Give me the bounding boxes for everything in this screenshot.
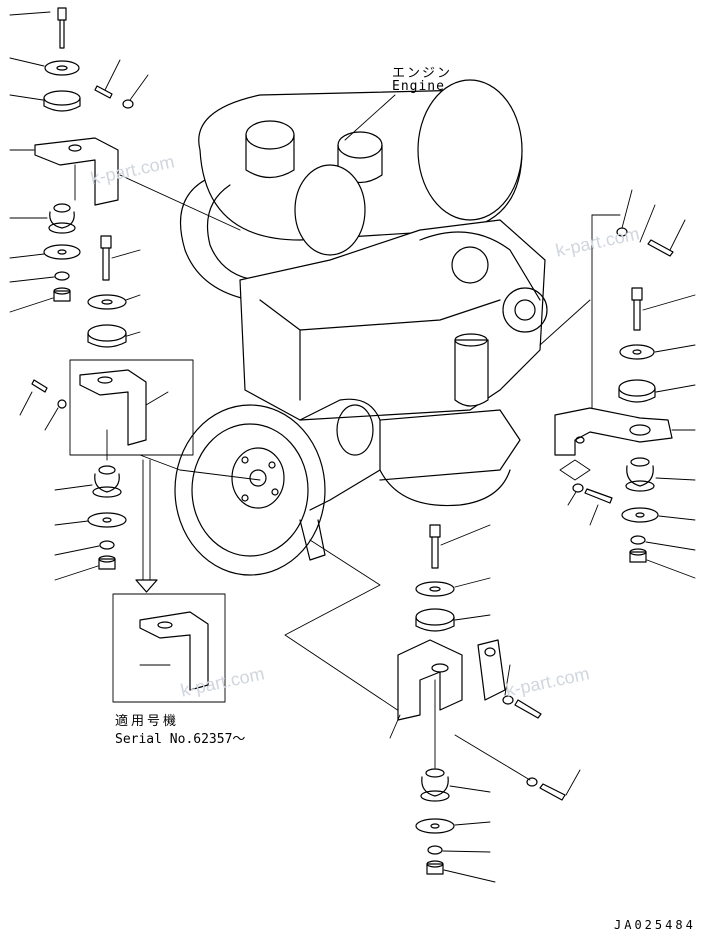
right-upper-mount-parts [554,189,696,579]
engine [174,79,548,576]
serial-bracket-box [112,593,226,703]
leader-line [119,174,241,231]
serial-number-label: Serial No.62357～ [115,732,246,747]
figure-id: JA025484 [614,918,696,932]
engine-label-jp: エンジン [392,66,453,81]
left-bracket-group [19,359,194,593]
engine-label: Engine [392,79,445,94]
serial-applicable-label-jp: 適用号機 [115,714,180,729]
left-centre-mount-parts [87,235,141,348]
bottom-centre-mount-parts [284,524,581,883]
left-top-mount-parts [9,7,149,313]
leader-line [539,299,591,346]
leader-line [179,469,261,481]
